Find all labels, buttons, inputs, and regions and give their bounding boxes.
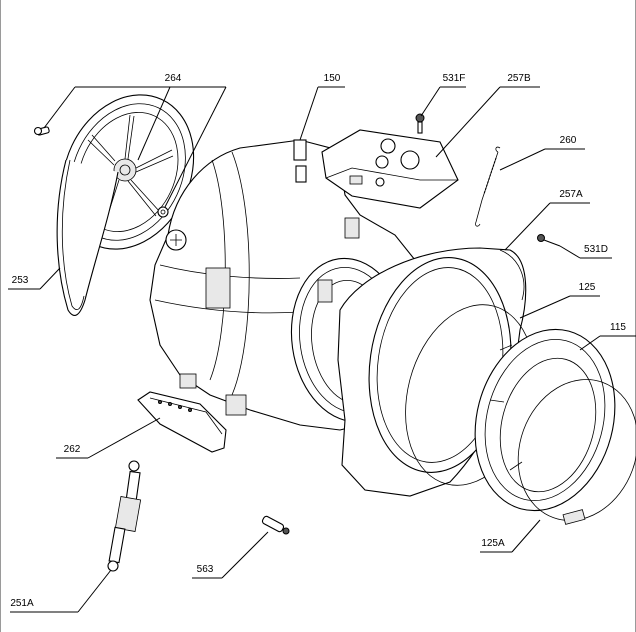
callout-531F: 531F [443,73,466,84]
leader-lines [8,86,636,613]
screw-part-531D [537,234,561,247]
callout-150: 150 [324,73,341,84]
callout-262: 262 [64,444,81,455]
shock-absorber-part-251A [107,460,142,572]
cover-part-262 [137,391,227,453]
washer-part-264 [157,206,169,218]
callout-125: 125 [579,282,596,293]
clamp-part-125A [517,379,636,525]
callout-264: 264 [165,73,182,84]
callout-531D: 531D [584,244,608,255]
screw-part-531F [415,113,425,134]
callout-labels: 264 150 531F 257B 260 257A 531D 253 125 … [10,73,626,609]
callout-251A: 251A [10,598,34,609]
belt-part-253 [56,159,119,316]
pin-part-563 [261,515,290,535]
callout-253: 253 [12,275,29,286]
callout-125A: 125A [481,538,505,549]
callout-257A: 257A [559,189,583,200]
callout-115: 115 [610,322,626,333]
callout-563: 563 [197,564,214,575]
callout-257B: 257B [507,73,531,84]
counterweight-part-257B [321,129,459,209]
spring-part-260 [475,146,501,227]
gasket-part-115 [474,328,616,512]
callout-260: 260 [560,135,577,146]
bolt-part-264 [33,126,50,136]
